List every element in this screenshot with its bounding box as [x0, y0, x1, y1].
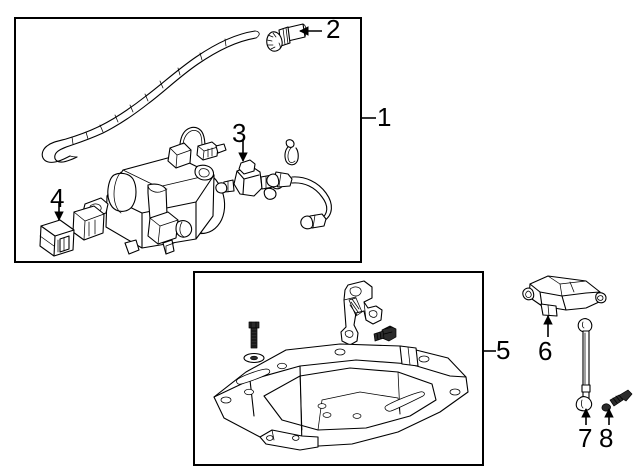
hex-flange-bolt	[373, 325, 397, 342]
retainer-clip	[284, 139, 299, 166]
callout-2-number: 2	[326, 14, 341, 44]
compressor-body	[72, 126, 227, 255]
callout-1-number: 1	[377, 102, 392, 132]
sensor-link-rod	[575, 318, 593, 412]
ball-stud-bolt	[601, 389, 633, 412]
air-hose-tube	[41, 30, 260, 163]
mounting-bolt	[248, 321, 260, 349]
callout-3-number: 3	[232, 118, 247, 148]
air-line-connector	[266, 23, 307, 52]
compressor-mounting-bracket	[213, 343, 469, 451]
callout-5-number: 5	[496, 335, 511, 365]
wire-harness-cable	[266, 171, 332, 230]
sensor-bracket	[340, 280, 383, 346]
flat-washer	[243, 352, 265, 364]
callout-7-number: 7	[578, 423, 593, 453]
callout-8-number: 8	[599, 423, 614, 453]
callout-4-number: 4	[50, 183, 65, 213]
callout-6-number: 6	[538, 336, 553, 366]
height-sensor	[522, 275, 607, 317]
